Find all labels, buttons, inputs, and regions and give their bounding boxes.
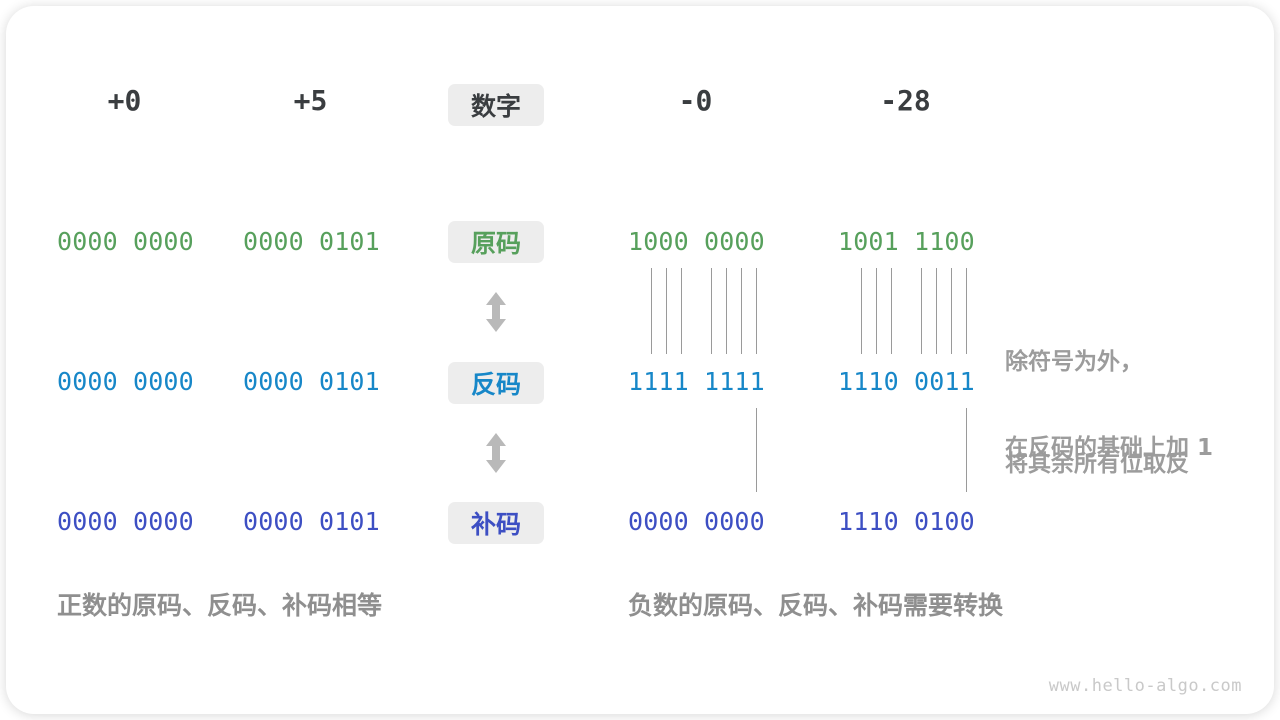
twos-complement-neg-zero: 0000 0000 <box>628 507 765 536</box>
number-label: 数字 <box>470 92 521 121</box>
positive-numbers-caption: 正数的原码、反码、补码相等 <box>57 591 383 620</box>
sign-magnitude-neg-zero: 1000 0000 <box>628 227 765 256</box>
bit-connector-line <box>890 268 892 354</box>
sign-magnitude-neg-28: 1001 1100 <box>838 227 975 256</box>
twos-complement-badge: 补码 <box>448 502 544 544</box>
invert-bits-annotation-line2: 将其余所有位取反 <box>1005 451 1189 477</box>
ones-complement-pos-five: 0000 0101 <box>243 367 380 396</box>
bit-connector-line <box>950 268 952 354</box>
bit-connector-line <box>875 268 877 354</box>
twos-complement-label: 补码 <box>470 510 521 539</box>
number-header-pos-zero: +0 <box>107 84 142 117</box>
sign-magnitude-pos-five: 0000 0101 <box>243 227 380 256</box>
twos-complement-neg-28: 1110 0100 <box>838 507 975 536</box>
number-header-pos-five: +5 <box>293 84 328 117</box>
bit-connector-line <box>665 268 667 354</box>
ones-complement-neg-zero: 1111 1111 <box>628 367 765 396</box>
number-header-neg-28: -28 <box>880 84 931 117</box>
bit-connector-line <box>710 268 712 354</box>
bit-connector-line <box>680 268 682 354</box>
bit-connector-line <box>965 408 967 492</box>
number-header-neg-zero: -0 <box>678 84 713 117</box>
ones-complement-neg-28: 1110 0011 <box>838 367 975 396</box>
bit-connector-line <box>740 268 742 354</box>
number-label-badge: 数字 <box>448 84 544 126</box>
negative-numbers-caption: 负数的原码、反码、补码需要转换 <box>628 591 1004 620</box>
bit-connector-line <box>755 268 757 354</box>
twos-complement-pos-zero: 0000 0000 <box>57 507 194 536</box>
bit-connector-line <box>920 268 922 354</box>
bit-connector-line <box>935 268 937 354</box>
up-down-arrow-icon <box>486 433 506 473</box>
twos-complement-pos-five: 0000 0101 <box>243 507 380 536</box>
bit-connector-line <box>860 268 862 354</box>
watermark: www.hello-algo.com <box>1048 676 1242 696</box>
invert-bits-annotation: 除符号为外， 将其余所有位取反 <box>1005 277 1189 549</box>
bit-connector-line <box>965 268 967 354</box>
diagram-card <box>6 6 1274 714</box>
ones-complement-badge: 反码 <box>448 362 544 404</box>
sign-magnitude-label: 原码 <box>470 229 521 258</box>
ones-complement-pos-zero: 0000 0000 <box>57 367 194 396</box>
add-one-annotation: 在反码的基础上加 1 <box>1005 435 1214 461</box>
sign-magnitude-badge: 原码 <box>448 221 544 263</box>
bit-connector-line <box>650 268 652 354</box>
ones-complement-label: 反码 <box>470 370 521 399</box>
bit-connector-line <box>725 268 727 354</box>
invert-bits-annotation-line1: 除符号为外， <box>1005 349 1143 375</box>
bit-connector-line <box>755 408 757 492</box>
sign-magnitude-pos-zero: 0000 0000 <box>57 227 194 256</box>
up-down-arrow-icon <box>486 292 506 332</box>
